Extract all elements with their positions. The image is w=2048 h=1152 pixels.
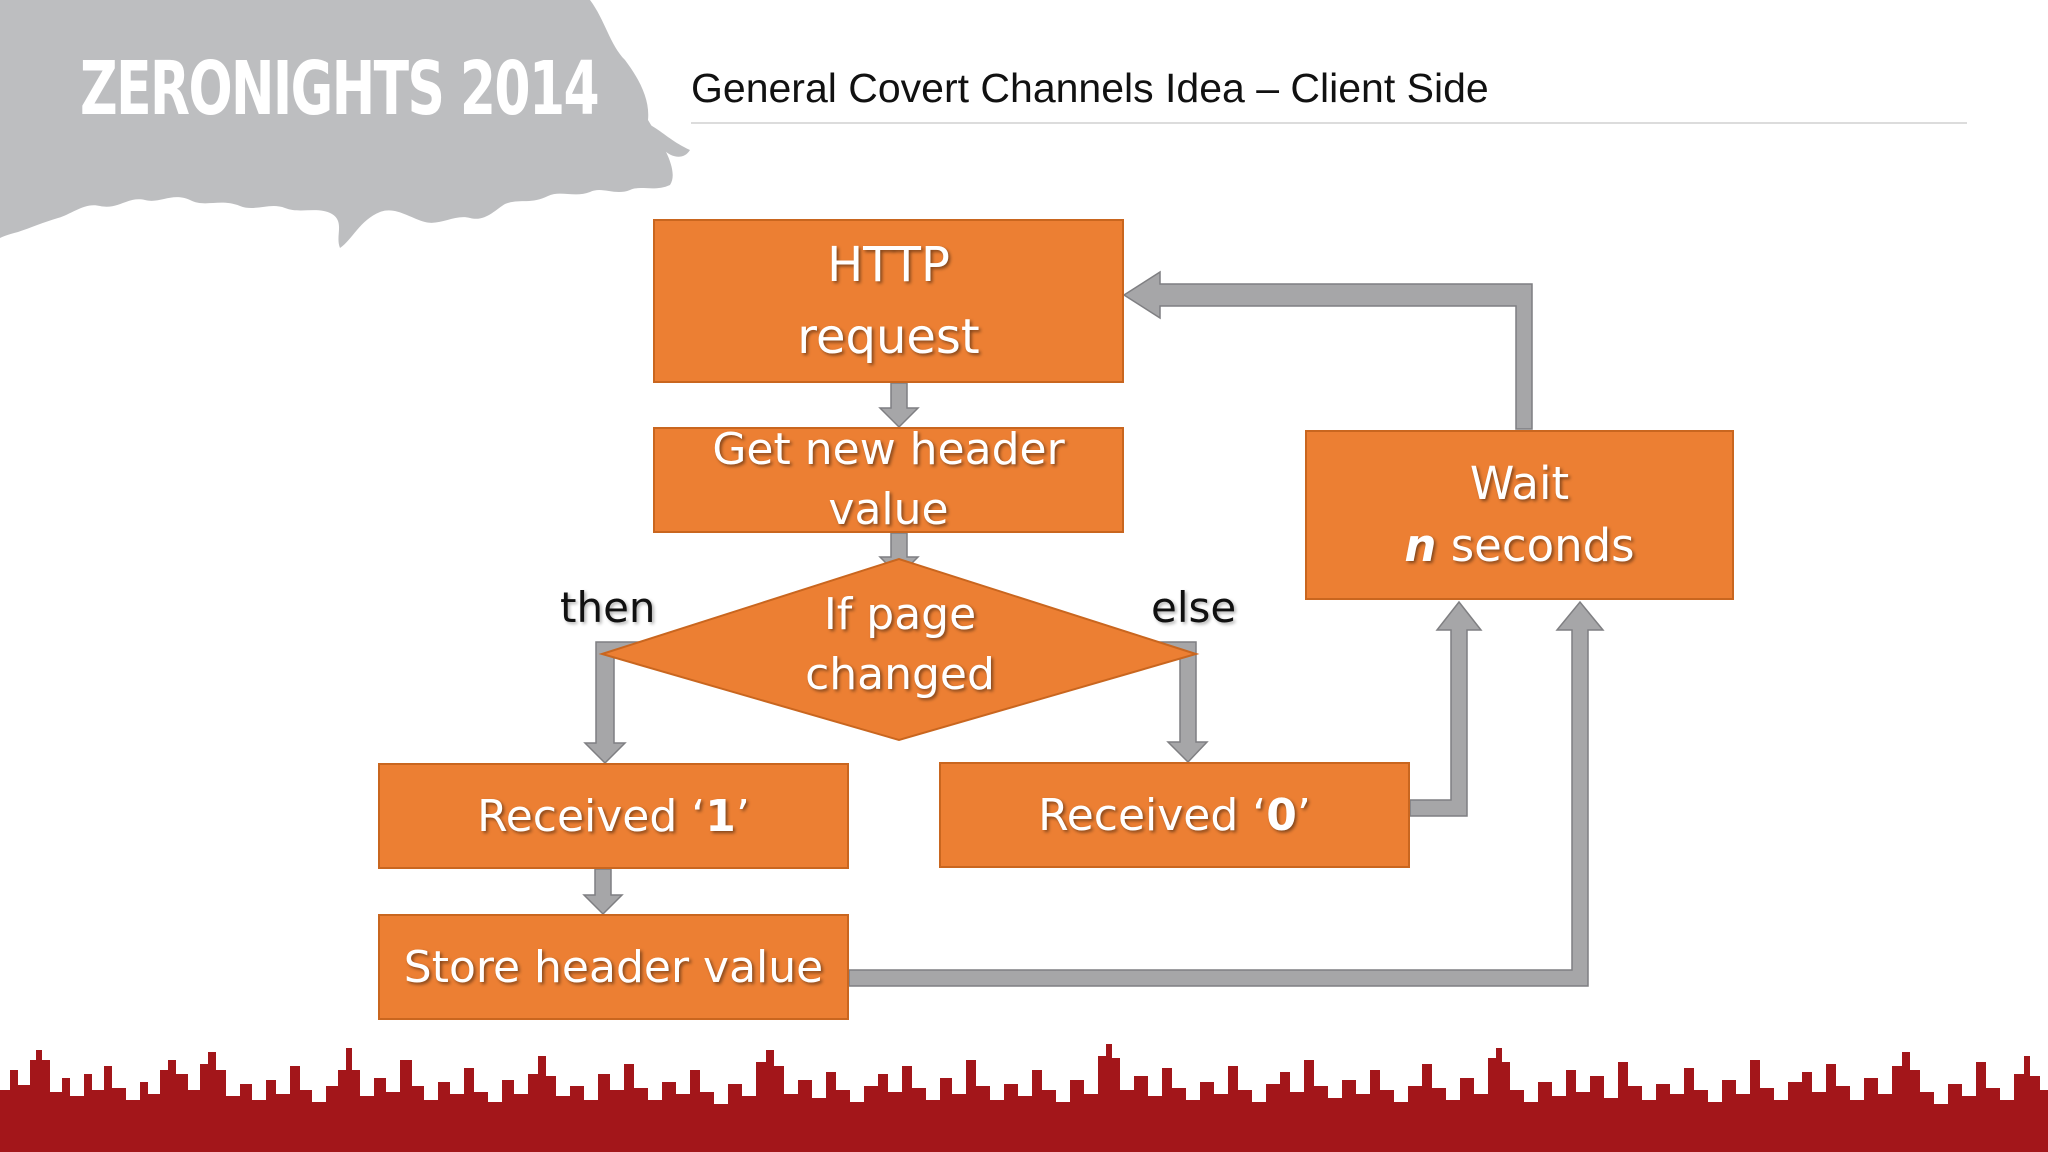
arrow-http-to-get xyxy=(878,382,920,429)
else-label: else xyxy=(1151,583,1237,632)
get-header-label: Get new header value xyxy=(712,424,1065,535)
received-one-box: Received ‘1’ xyxy=(378,763,849,869)
received-one-label: Received ‘1’ xyxy=(477,791,750,842)
arrow-store-to-wait xyxy=(848,600,1605,987)
store-header-box: Store header value xyxy=(378,914,849,1020)
wait-duration: n seconds xyxy=(1404,515,1634,577)
received-zero-label: Received ‘0’ xyxy=(1038,790,1311,841)
arrow-r1-to-store xyxy=(582,868,624,916)
city-skyline-footer xyxy=(0,1044,2048,1152)
received-zero-box: Received ‘0’ xyxy=(939,762,1410,868)
received-one-value: 1 xyxy=(705,790,736,842)
received-zero-value: 0 xyxy=(1266,789,1297,841)
decision-diamond xyxy=(598,557,1200,742)
received-one-suffix: ’ xyxy=(735,790,750,842)
title-divider xyxy=(691,122,1967,124)
received-one-prefix: Received ‘ xyxy=(477,790,706,842)
wait-label: Wait xyxy=(1469,457,1570,510)
decision-label: If page changed xyxy=(805,589,995,700)
get-header-box: Get new header value xyxy=(653,424,1124,535)
wait-box: Wait n seconds xyxy=(1305,430,1734,600)
wait-label-group: Wait n seconds xyxy=(1404,453,1634,577)
then-label: then xyxy=(560,583,656,632)
received-zero-suffix: ’ xyxy=(1296,789,1311,841)
store-header-label: Store header value xyxy=(403,941,824,993)
slide-title: General Covert Channels Idea – Client Si… xyxy=(691,65,1489,111)
http-request-box: HTTP request xyxy=(653,219,1124,383)
http-request-label: HTTP request xyxy=(797,237,980,365)
arrow-r0-to-wait xyxy=(1409,600,1483,817)
wait-unit: seconds xyxy=(1436,519,1635,572)
received-zero-prefix: Received ‘ xyxy=(1038,789,1267,841)
logo-text: ZERONIGHTS 2014 xyxy=(80,46,600,132)
wait-variable: n xyxy=(1404,519,1437,572)
loop-arrow xyxy=(1122,270,1533,430)
logo-splat xyxy=(0,0,690,248)
